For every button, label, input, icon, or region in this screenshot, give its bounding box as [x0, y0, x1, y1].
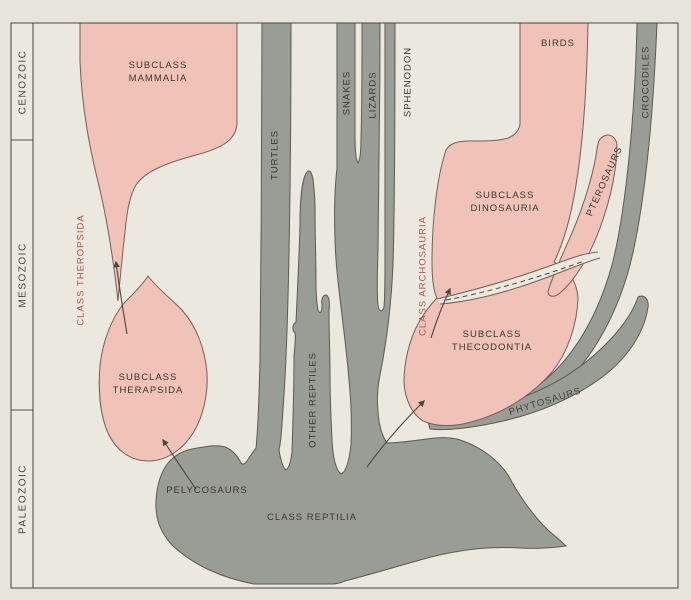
era-label-paleozoic: PALEOZOIC [18, 464, 29, 534]
other-reptiles-label: OTHER REPTILES [307, 352, 318, 448]
dino-theco-dashed-line [445, 260, 585, 301]
archosauria-label: CLASS ARCHOSAURIA [417, 216, 428, 336]
therapsid-to-mammal-arrow [113, 260, 128, 335]
pelycosaur-to-therapsid-arrow [162, 438, 197, 490]
therapsida-label-line2: THERAPSIDA [113, 385, 184, 396]
dino-bottom-edge [436, 251, 599, 300]
era-label-cenozoic: CENOZOIC [18, 50, 29, 115]
thecodont-to-dinosaur-arrow [430, 287, 451, 339]
turtles-label: TURTLES [269, 130, 280, 180]
thecodontia-label-line2: THECODONTIA [452, 342, 532, 353]
pterosaurs-spindle [547, 134, 618, 297]
theco-top-edge [439, 257, 601, 305]
dinosauria-label-line1: SUBCLASS [476, 190, 535, 201]
crocodiles-label: CROCODILES [640, 46, 651, 119]
mammalia-label-line1: SUBCLASS [129, 60, 188, 71]
therapsida-label-line1: SUBCLASS [119, 372, 178, 383]
therapsida-spindle [98, 275, 208, 462]
reptilia-label: CLASS REPTILIA [267, 512, 357, 523]
mammalia-label-line2: MAMMALIA [129, 73, 188, 84]
mammalia-spindle [79, 22, 238, 302]
lizards-label: LIZARDS [367, 71, 378, 118]
dino-theco-separator [437, 251, 601, 304]
dinosauria-label-line2: DINOSAURIA [470, 203, 539, 214]
thecodontia-label-line1: SUBCLASS [463, 329, 522, 340]
pelycosaurs-label: PELYCOSAURS [166, 485, 248, 496]
reptilia-gray-mass [155, 22, 568, 585]
figure-border [10, 22, 679, 589]
reptile-to-thecodont-arrow [366, 400, 425, 468]
era-label-mesozoic: MESOZOIC [18, 242, 29, 307]
archosauria-spindle [403, 22, 589, 426]
theropsida-label: CLASS THEROPSIDA [75, 214, 86, 325]
birds-label: BIRDS [541, 38, 575, 49]
snakes-label: SNAKES [341, 71, 352, 116]
sphenodon-label: SPHENODON [402, 47, 413, 117]
